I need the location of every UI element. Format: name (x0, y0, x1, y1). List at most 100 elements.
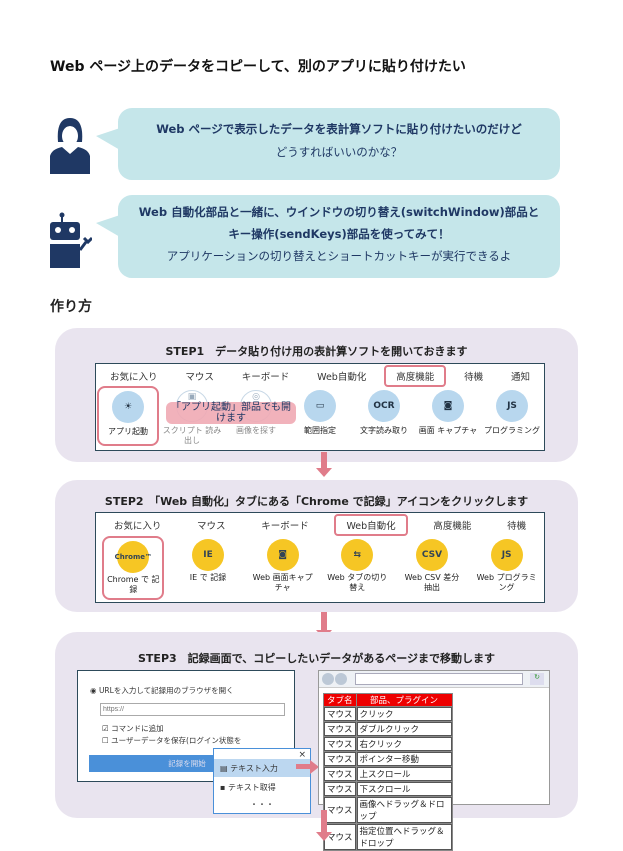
table-cell: 下スクロール (356, 782, 452, 796)
section-heading: 作り方 (50, 299, 92, 315)
table-row: マウス右クリック (324, 737, 452, 751)
menu-item-label: テキスト入力 (230, 764, 278, 773)
tab-favorites[interactable]: お気に入り (113, 521, 162, 532)
table-cell: マウス (324, 707, 356, 721)
forward-icon[interactable] (335, 673, 347, 685)
refresh-icon[interactable]: ↻ (530, 673, 544, 685)
robot-avatar-icon (50, 212, 92, 268)
question-bubble: Web ページで表示したデータを表計算ソフトに貼り付けたいのだけど どうすればい… (96, 108, 560, 180)
tab-advanced[interactable]: 高度機能 (433, 521, 472, 532)
icon-label: Web 画面キャプチャ (252, 573, 313, 592)
app-launch-icon: ☀ (112, 391, 144, 423)
csv-icon: CSV (415, 539, 448, 571)
menu-item-text-input[interactable]: ▤ テキスト入力 (214, 759, 310, 777)
tab-keyboard[interactable]: キーボード (261, 521, 309, 532)
answer-bubble: Web 自動化部品と一緒に、ウインドウの切り替え(switchWindow)部品… (96, 195, 560, 278)
tab-keyboard[interactable]: キーボード (241, 372, 290, 383)
icon-label: Web CSV 差分抽出 (404, 573, 460, 592)
icon-label: 範囲指定 (304, 426, 336, 435)
ie-icon: IE (191, 539, 224, 571)
radio-label: URLを入力して記録用のブラウザを開く (98, 686, 234, 695)
table-row: マウスクリック (324, 707, 452, 721)
table-cell: クリック (356, 707, 452, 721)
record-dialog: ◉ URLを入力して記録用のブラウザを開く ☑ コマンドに追加 ☐ ユーザーデー… (77, 670, 295, 782)
bubble-line: Web 自動化部品と一緒に、ウインドウの切り替え(switchWindow)部品… (138, 205, 540, 219)
down-arrow-icon (316, 810, 332, 841)
browser-window: ↻ タブ名部品、プラグイン マウスクリックマウスダブルクリックマウス右クリックマ… (318, 670, 550, 851)
table-cell: マウス (324, 737, 356, 751)
icon-label: 文字読み取り (360, 426, 408, 435)
app-launch-button[interactable]: ☀ アプリ起動 (97, 386, 159, 446)
address-bar[interactable] (355, 673, 523, 685)
save-userdata-checkbox[interactable]: ☐ ユーザーデータを保存(ログイン状態を (102, 736, 242, 745)
web-programming-button[interactable]: JS Web プログラミング (476, 539, 538, 600)
browser-toolbar: ↻ (319, 671, 549, 688)
bubble-line: アプリケーションの切り替えとショートカットキーが実行できるよ (166, 249, 512, 263)
table-row: マウス画像へドラッグ＆ドロップ (324, 797, 452, 823)
js-icon: JS (490, 539, 523, 571)
ocr-button[interactable]: OCR 文字読み取り (353, 390, 415, 446)
camera-icon: ◙ (432, 390, 464, 422)
table-cell: ポインター移動 (356, 752, 452, 766)
url-radio[interactable]: ◉ URLを入力して記録用のブラウザを開く (90, 686, 234, 695)
monitor-icon: ▭ (304, 390, 336, 422)
menu-item-label: テキスト取得 (227, 783, 276, 792)
icon-label: Web タブの切り替え (327, 573, 388, 592)
chrome-icon: Chrome™ (115, 541, 152, 573)
table-row: マウス上スクロール (324, 767, 452, 781)
web-capture-button[interactable]: ◙Web 画面キャプチャ (252, 539, 314, 600)
url-input[interactable] (100, 703, 285, 716)
down-arrow-icon (316, 452, 332, 477)
tab-wait[interactable]: 待機 (464, 372, 484, 383)
column-header: 部品、プラグイン (356, 694, 452, 706)
icon-label: スクリプト 読み出し (162, 426, 222, 445)
table-cell: マウス (324, 722, 356, 736)
tab-favorites[interactable]: お気に入り (109, 372, 158, 383)
checkbox-label: ユーザーデータを保存(ログイン状態を (111, 736, 242, 745)
tab-advanced[interactable]: 高度機能 (384, 365, 447, 387)
table-cell: 上スクロール (356, 767, 452, 781)
chrome-record-button[interactable]: Chrome™ Chrome で 記録 (102, 536, 165, 600)
tab-web-automation[interactable]: Web自動化 (334, 514, 408, 536)
web-tab-switch-button[interactable]: ⇆ Web タブの切り替え (326, 539, 388, 600)
step1-title: STEP1 データ貼り付け用の表計算ソフトを開いておきます (165, 345, 468, 358)
table-cell: 画像へドラッグ＆ドロップ (356, 797, 452, 823)
tab-mouse[interactable]: マウス (185, 372, 214, 383)
web-csv-diff-button[interactable]: CSV Web CSV 差分抽出 (401, 539, 463, 600)
menu-item-text-get[interactable]: ▪ テキスト取得 (220, 783, 276, 792)
icon-label: Chrome で 記録 (107, 575, 160, 594)
table-cell: 右クリック (356, 737, 452, 751)
tab-web-automation[interactable]: Web自動化 (317, 372, 367, 383)
bubble-line: キー操作(sendKeys)部品を使ってみて！ (228, 227, 450, 241)
table-row: マウス指定位置へドラッグ＆ドロップ (324, 824, 452, 850)
table-row: マウスダブルクリック (324, 722, 452, 736)
ocr-icon: OCR (368, 390, 400, 422)
tab-notify[interactable]: 通知 (510, 372, 530, 383)
page-title: Web ページ上のデータをコピーして、別のアプリに貼り付けたい (50, 59, 466, 75)
tab-mouse[interactable]: マウス (197, 521, 226, 532)
table-cell: マウス (324, 797, 356, 823)
toolbar-screenshot: お気に入り マウス キーボード Web自動化 高度機能 待機 通知 ☀ アプリ起動… (95, 363, 545, 451)
icon-label: アプリ起動 (108, 427, 148, 436)
add-command-checkbox[interactable]: ☑ コマンドに追加 (102, 724, 164, 733)
range-select-button[interactable]: ▭ 範囲指定 (289, 390, 351, 446)
tab-switch-icon: ⇆ (341, 539, 374, 571)
bubble-line: Web ページで表示したデータを表計算ソフトに貼り付けたいのだけど (156, 122, 522, 136)
step3-title: STEP3 記録画面で、コピーしたいデータがあるページまで移動します (138, 652, 495, 665)
icon-label: 画面 キャプチャ (418, 426, 478, 435)
arrow-connector (296, 764, 310, 769)
screen-capture-button[interactable]: ◙ 画面 キャプチャ (417, 390, 479, 446)
tab-wait[interactable]: 待機 (507, 521, 527, 532)
close-icon[interactable]: × (298, 750, 306, 760)
icon-label: 画像を探す (236, 426, 276, 435)
step2-panel: STEP2 「Web 自動化」タブにある「Chrome で記録」アイコンをクリッ… (55, 480, 578, 612)
step2-title: STEP2 「Web 自動化」タブにある「Chrome で記録」アイコンをクリッ… (104, 495, 529, 508)
menu-more[interactable]: ・・・ (250, 800, 274, 809)
woman-avatar-icon (50, 118, 90, 174)
icon-label: Web プログラミング (476, 573, 537, 592)
back-icon[interactable] (322, 673, 334, 685)
data-table: タブ名部品、プラグイン マウスクリックマウスダブルクリックマウス右クリックマウス… (323, 693, 453, 851)
